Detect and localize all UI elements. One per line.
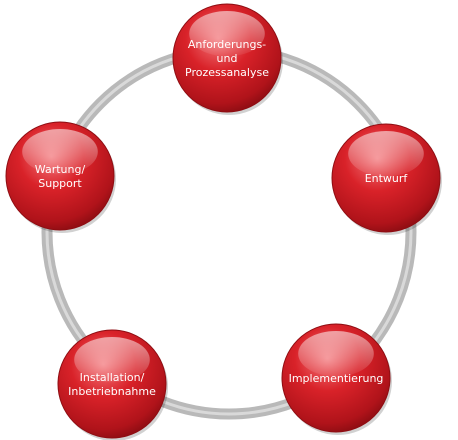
node-label-line: Support <box>38 177 82 190</box>
node-label-line: Wartung/ <box>35 163 86 176</box>
node-label-line: Implementierung <box>289 372 384 385</box>
node-label: Wartung/Support <box>35 163 86 190</box>
cycle-node-2: Entwurf <box>331 123 442 235</box>
node-label: Entwurf <box>365 172 409 185</box>
node-label: Implementierung <box>289 372 384 385</box>
node-gloss <box>298 331 374 377</box>
node-label-line: Inbetriebnahme <box>68 385 156 398</box>
cycle-node-4: Installation/Inbetriebnahme <box>57 329 168 440</box>
node-gloss <box>74 337 150 383</box>
cycle-node-5: Wartung/Support <box>5 121 116 233</box>
node-label-line: Entwurf <box>365 172 409 185</box>
cycle-node-3: Implementierung <box>281 323 392 435</box>
node-label-line: Anforderungs- <box>188 38 266 51</box>
node-gloss <box>348 131 424 177</box>
node-label-line: und <box>217 52 238 65</box>
node-label: Installation/Inbetriebnahme <box>68 371 156 398</box>
node-label-line: Prozessanalyse <box>185 66 269 79</box>
node-gloss <box>189 11 265 57</box>
node-gloss <box>22 129 98 175</box>
node-label-line: Installation/ <box>80 371 145 384</box>
